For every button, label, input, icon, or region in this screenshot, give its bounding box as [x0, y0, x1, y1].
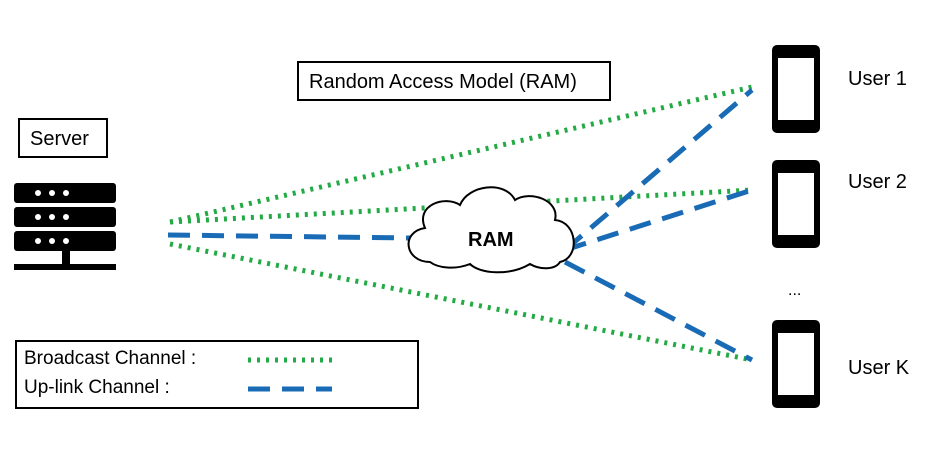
user-label-k: User K [848, 357, 910, 379]
diagram-title: Random Access Model (RAM) [309, 71, 577, 93]
user-label-1: User 1 [848, 68, 907, 90]
title-box: Random Access Model (RAM) [297, 61, 611, 101]
user-ellipsis: ... [788, 282, 802, 299]
smartphone-icon-user2 [772, 160, 820, 248]
user-label-2: User 2 [848, 171, 907, 193]
uplink-line-server-ram [167, 232, 411, 241]
uplink-line-user1 [563, 88, 754, 252]
broadcast-channel-lines [169, 84, 753, 363]
legend-uplink-label: Up-link Channel : [24, 377, 170, 398]
cloud-icon [407, 186, 575, 274]
broadcast-line-user1 [169, 84, 753, 225]
legend-broadcast-label: Broadcast Channel : [24, 348, 197, 369]
uplink-channel-lines [167, 88, 754, 363]
uplink-line-userk [563, 259, 754, 363]
server-label: Server [30, 128, 89, 150]
server-rack-icon [14, 183, 116, 270]
legend-box: Broadcast Channel : Up-link Channel : [15, 340, 419, 409]
smartphone-icon-userk [772, 320, 820, 408]
server-label-box: Server [18, 118, 108, 158]
smartphone-icon-user1 [772, 45, 820, 133]
ram-label: RAM [468, 229, 514, 251]
